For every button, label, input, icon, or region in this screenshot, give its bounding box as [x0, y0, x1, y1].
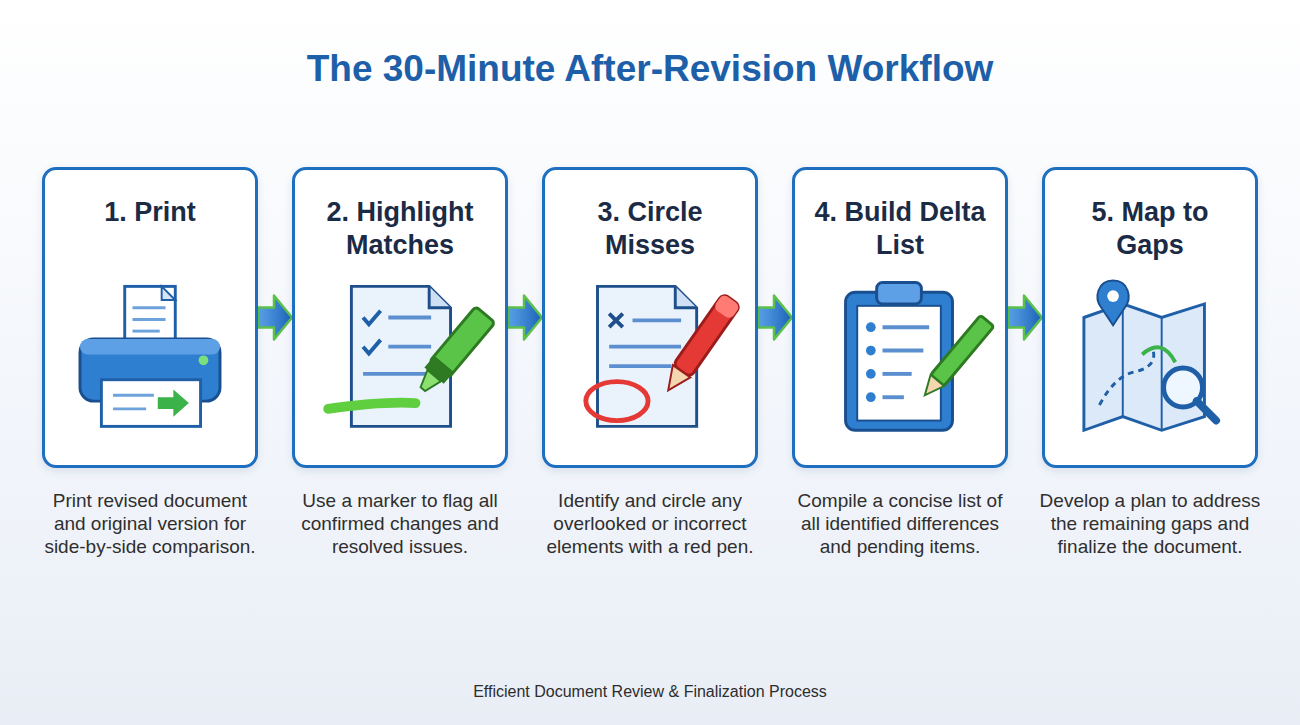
step-description: Print revised document and original vers…	[39, 489, 261, 559]
step-description: Identify and circle any overlooked or in…	[539, 489, 761, 559]
diagram-caption: Efficient Document Review & Finalization…	[0, 683, 1300, 701]
flow-arrow	[508, 296, 542, 340]
flow-arrow	[258, 296, 292, 340]
process-step-box: 5. Map to GapsDevelop a plan to address …	[1042, 167, 1258, 468]
step-heading: 2. Highlight Matches	[312, 196, 488, 262]
step-description: Compile a concise list of all identified…	[789, 489, 1011, 559]
process-step-box: 3. Circle MissesIdentify and circle any …	[542, 167, 758, 468]
process-step-box: 1. PrintPrint revised document and origi…	[42, 167, 258, 468]
flow-arrow	[1008, 296, 1042, 340]
step-heading: 5. Map to Gaps	[1062, 196, 1238, 262]
step-heading: 1. Print	[62, 196, 238, 229]
process-step-box: 2. Highlight MatchesUse a marker to flag…	[292, 167, 508, 468]
step-heading: 3. Circle Misses	[562, 196, 738, 262]
flow-arrow	[758, 296, 792, 340]
step-description: Use a marker to flag all confirmed chang…	[289, 489, 511, 559]
step-description: Develop a plan to address the remaining …	[1039, 489, 1261, 559]
diagram-title: The 30-Minute After-Revision Workflow	[0, 48, 1300, 90]
process-step-box: 4. Build Delta ListCompile a concise lis…	[792, 167, 1008, 468]
step-heading: 4. Build Delta List	[812, 196, 988, 262]
